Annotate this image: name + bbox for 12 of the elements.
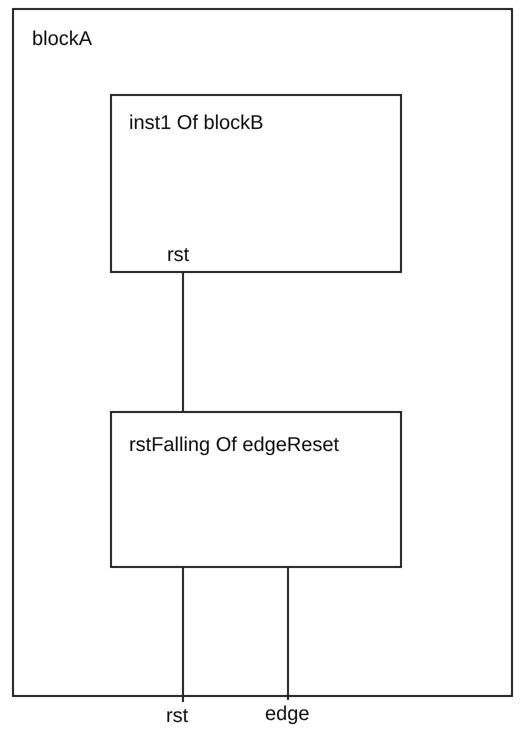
connector-line [182,568,184,702]
block-title: inst1 Of blockB [129,111,264,136]
port-label: rst [166,702,188,730]
block-box [110,411,402,568]
connector-line [182,273,184,411]
block-title: blockA [32,27,92,52]
port-label: rst [167,243,190,268]
port-label: edge [265,700,310,728]
block-title: rstFalling Of edgeReset [129,433,340,458]
block-box [12,8,513,697]
connector-line [287,568,289,700]
block-box [110,94,402,273]
